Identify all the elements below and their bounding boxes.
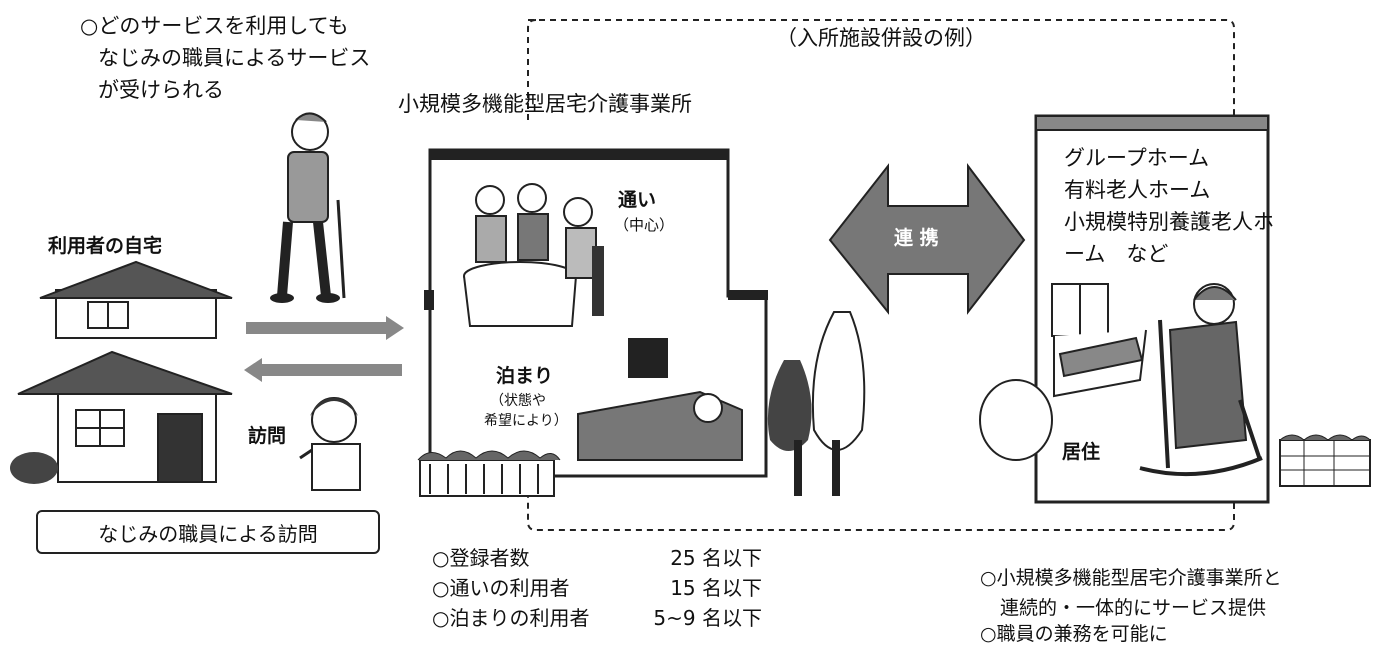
note-bottom-line1: ○小規模多機能型居宅介護事業所と <box>980 567 1282 589</box>
stat-label: ○泊まりの利用者 <box>432 606 590 630</box>
link-label: 連 携 <box>894 227 939 249</box>
stat-label: ○登録者数 <box>432 546 530 570</box>
visit-box: なじみの職員による訪問 <box>36 510 380 554</box>
partner-facility-illustration <box>979 114 1371 504</box>
stay-sub1: （状態や <box>490 393 546 409</box>
link-arrow <box>828 163 1026 315</box>
stay-sub2: 希望により） <box>484 413 568 429</box>
stat-value: 25 名以下 <box>670 546 762 570</box>
partner-line2: 有料老人ホーム <box>1064 178 1211 202</box>
partner-line1: グループホーム <box>1064 146 1210 170</box>
note-bottom-line3: ○職員の兼務を可能に <box>980 623 1168 645</box>
facility-building-illustration <box>417 148 768 497</box>
stat-row: ○通いの利用者 15 名以下 <box>432 574 762 602</box>
note-bottom-line2: 連続的・一体的にサービス提供 <box>1000 597 1267 619</box>
stat-row: ○登録者数 25 名以下 <box>432 544 762 572</box>
partner-line3: 小規模特別養護老人ホ <box>1064 210 1274 234</box>
joint-example-label: （入所施設併設の例） <box>776 26 986 50</box>
visiting-staff-illustration <box>299 397 361 491</box>
note-top-line1: ○どのサービスを利用しても <box>80 14 349 38</box>
stat-label: ○通いの利用者 <box>432 576 570 600</box>
home-label: 利用者の自宅 <box>48 235 163 257</box>
stat-value: 15 名以下 <box>670 576 762 600</box>
elderly-walker-illustration <box>270 112 346 303</box>
day-service-label: 通い <box>618 189 657 211</box>
travel-arrows <box>244 316 404 382</box>
partner-line4: ーム など <box>1064 242 1169 266</box>
trees-illustration <box>767 311 866 496</box>
facility-title: 小規模多機能型居宅介護事業所 <box>398 92 692 116</box>
note-top-line2: なじみの職員によるサービス <box>98 46 371 70</box>
residence-label: 居住 <box>1062 441 1101 463</box>
joint-facility-dashed-boundary <box>527 19 1235 531</box>
home-illustration <box>10 260 233 484</box>
note-top-line3: が受けられる <box>98 78 224 102</box>
stay-label: 泊まり <box>496 365 554 387</box>
visit-label: 訪問 <box>248 425 287 447</box>
day-service-sub: （中心） <box>614 216 675 234</box>
stat-value: 5~9 名以下 <box>653 606 762 630</box>
stat-row: ○泊まりの利用者 5~9 名以下 <box>432 604 762 632</box>
